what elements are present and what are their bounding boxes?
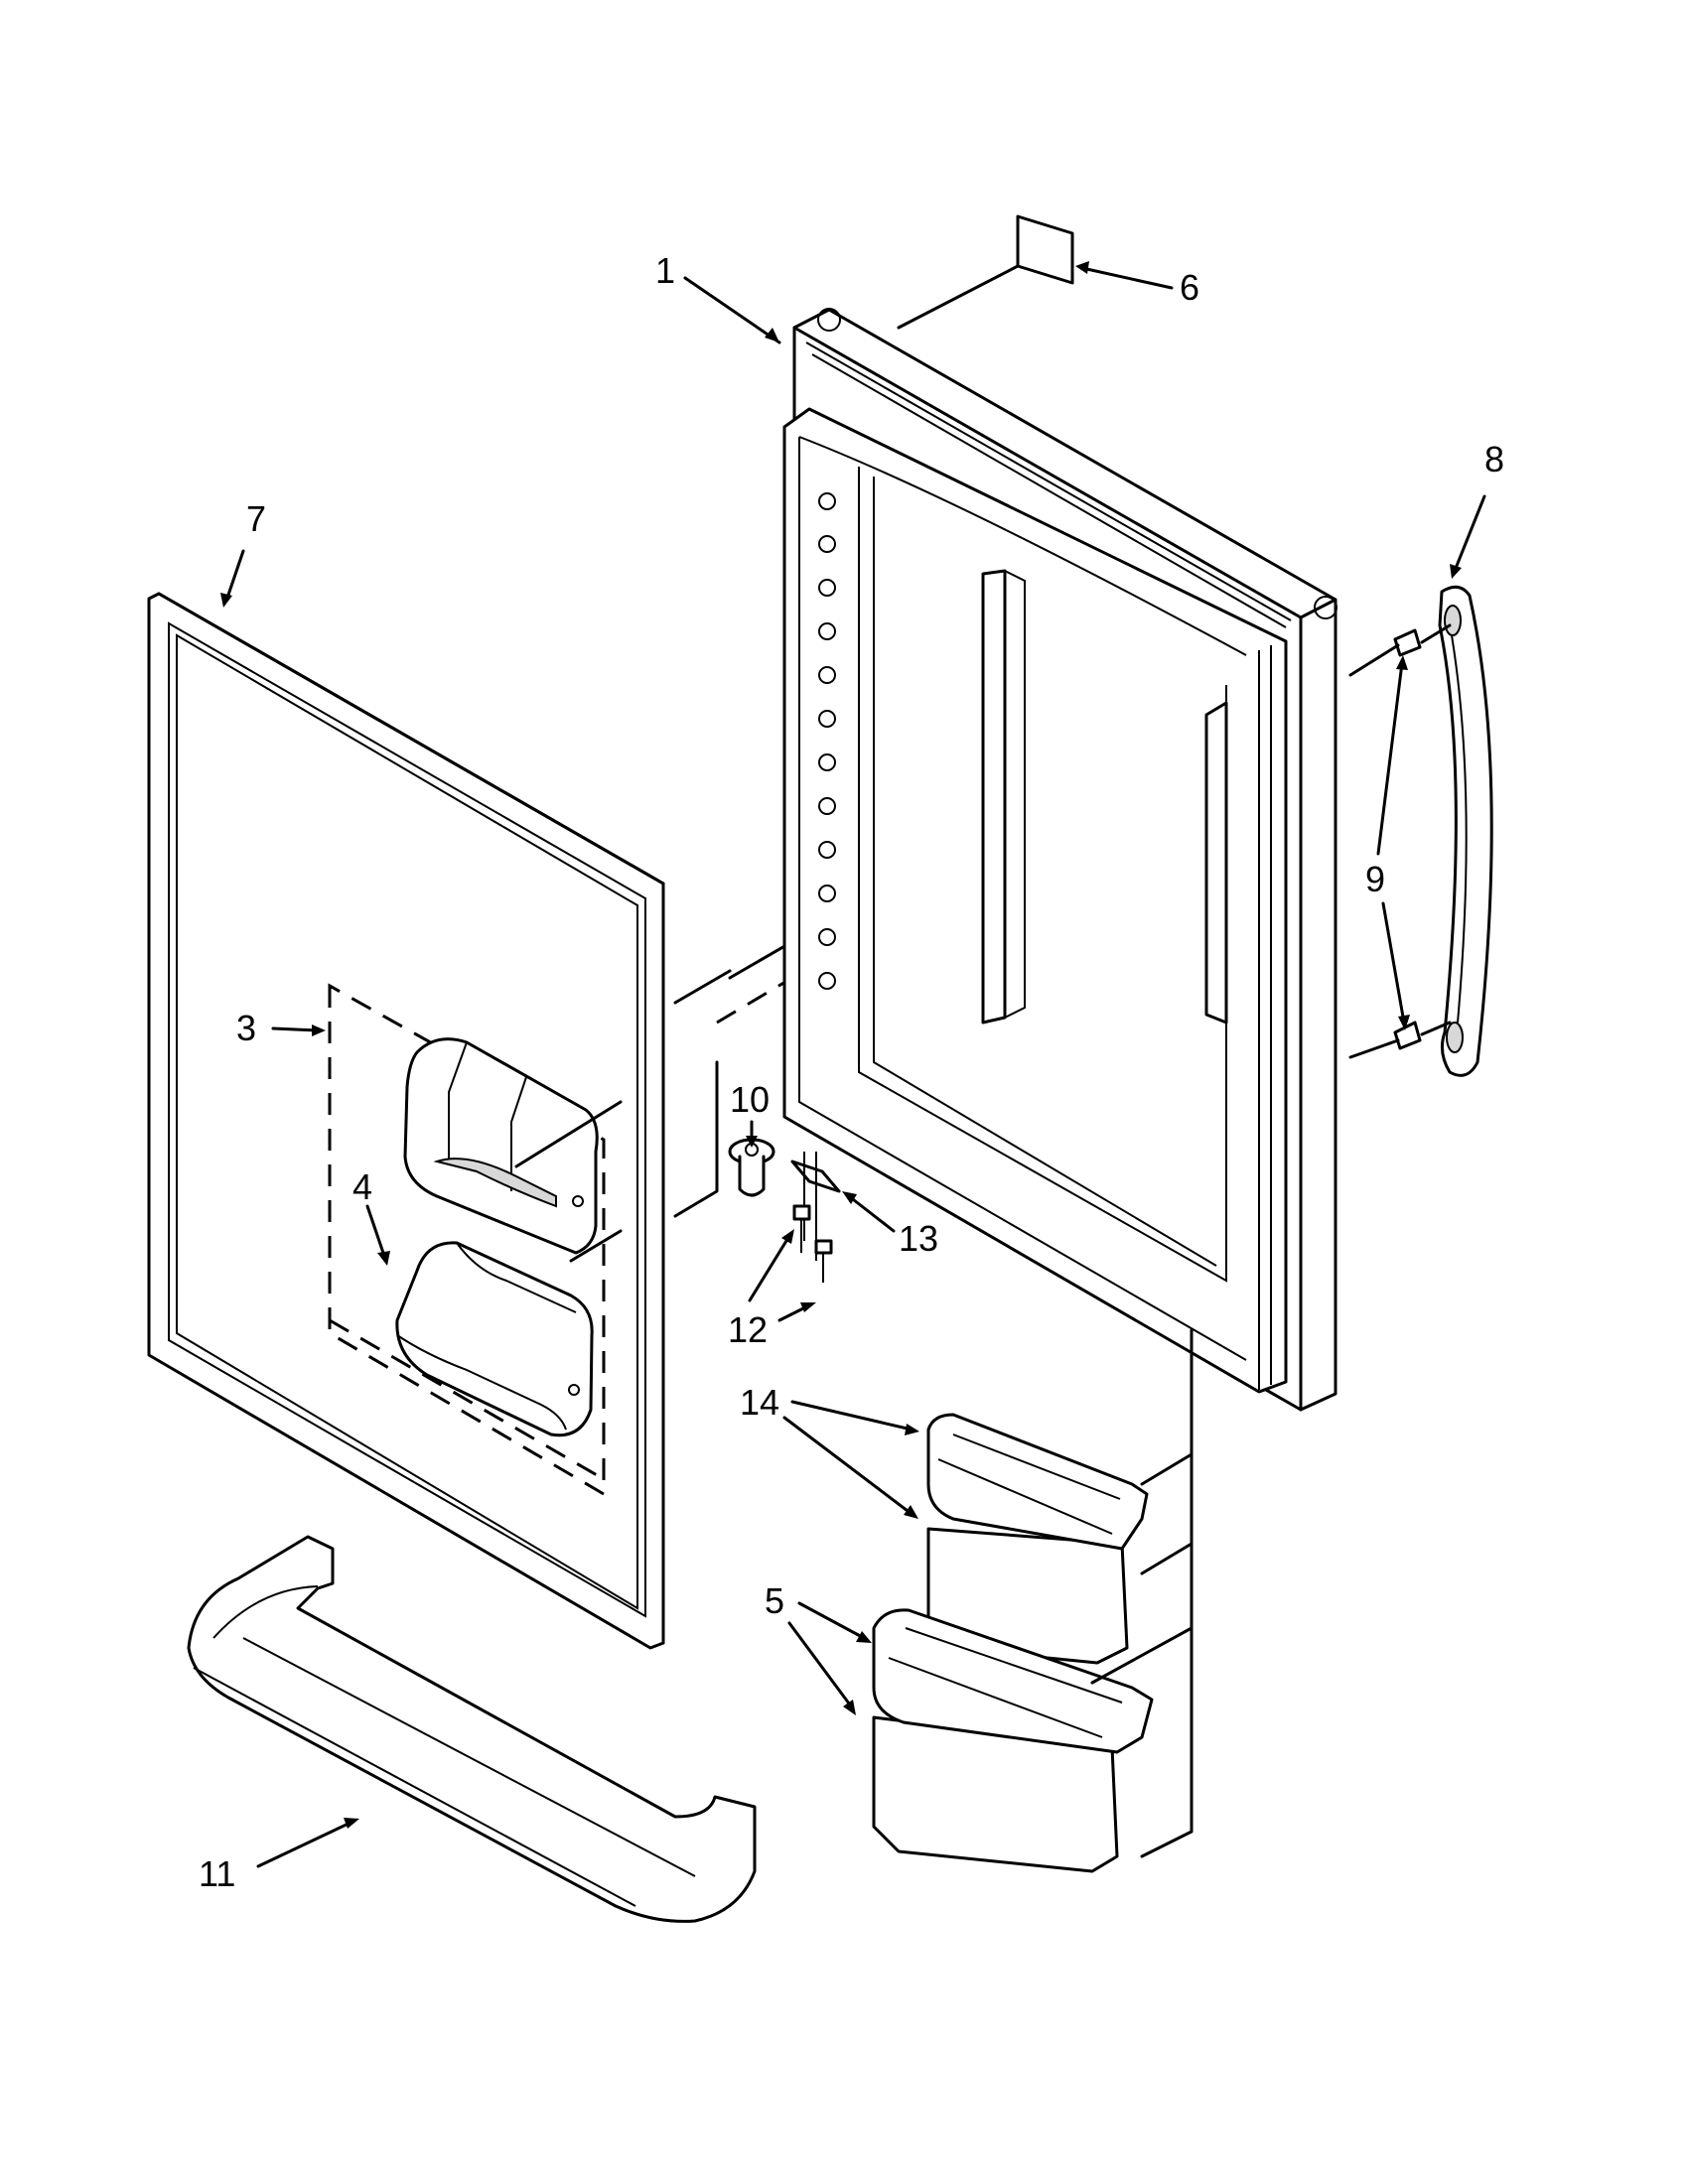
callout-3-label: 3 xyxy=(236,1008,256,1048)
callout-10-label: 10 xyxy=(730,1079,770,1120)
bin-leaders xyxy=(1090,1328,1194,1858)
callout-12-label: 12 xyxy=(728,1309,768,1350)
callout-8-label: 8 xyxy=(1484,439,1504,479)
label-part-6 xyxy=(897,214,1074,330)
callout-7-label: 7 xyxy=(246,498,266,539)
cap-part-10 xyxy=(728,1138,775,1197)
shelf-bin-part-11 xyxy=(187,1535,757,1923)
callout-12: 12 xyxy=(728,1229,816,1350)
callout-5-label: 5 xyxy=(765,1580,784,1621)
callout-14: 14 xyxy=(740,1382,919,1519)
callout-6: 6 xyxy=(1075,261,1199,308)
callout-4-label: 4 xyxy=(352,1166,372,1207)
bin-stack-part-5 xyxy=(872,1608,1154,1873)
callout-4: 4 xyxy=(352,1166,390,1266)
bin-stack-part-14 xyxy=(926,1413,1149,1665)
callout-9-label: 9 xyxy=(1365,859,1385,899)
callout-7: 7 xyxy=(220,498,266,608)
screws-part-12 xyxy=(792,1204,833,1283)
callout-3: 3 xyxy=(236,1008,326,1048)
callout-11-label: 11 xyxy=(199,1853,235,1894)
handle-part-8 xyxy=(1438,585,1493,1077)
callout-13-label: 13 xyxy=(899,1218,938,1259)
screws-part-9 xyxy=(1348,623,1452,1059)
component-part-4 xyxy=(395,1241,594,1437)
callout-5: 5 xyxy=(765,1580,872,1715)
callout-1: 1 xyxy=(655,250,781,344)
door-frame-part-1 xyxy=(782,308,1337,1412)
component-part-3 xyxy=(403,1037,599,1255)
callout-9: 9 xyxy=(1365,655,1410,1030)
callout-10: 10 xyxy=(730,1079,770,1148)
callout-6-label: 6 xyxy=(1180,267,1199,308)
callout-1-label: 1 xyxy=(655,250,675,291)
callout-11: 11 xyxy=(199,1818,359,1894)
callout-14-label: 14 xyxy=(740,1382,779,1423)
shelf-clips xyxy=(818,492,836,990)
callout-8: 8 xyxy=(1450,439,1504,579)
callout-13: 13 xyxy=(842,1191,938,1259)
